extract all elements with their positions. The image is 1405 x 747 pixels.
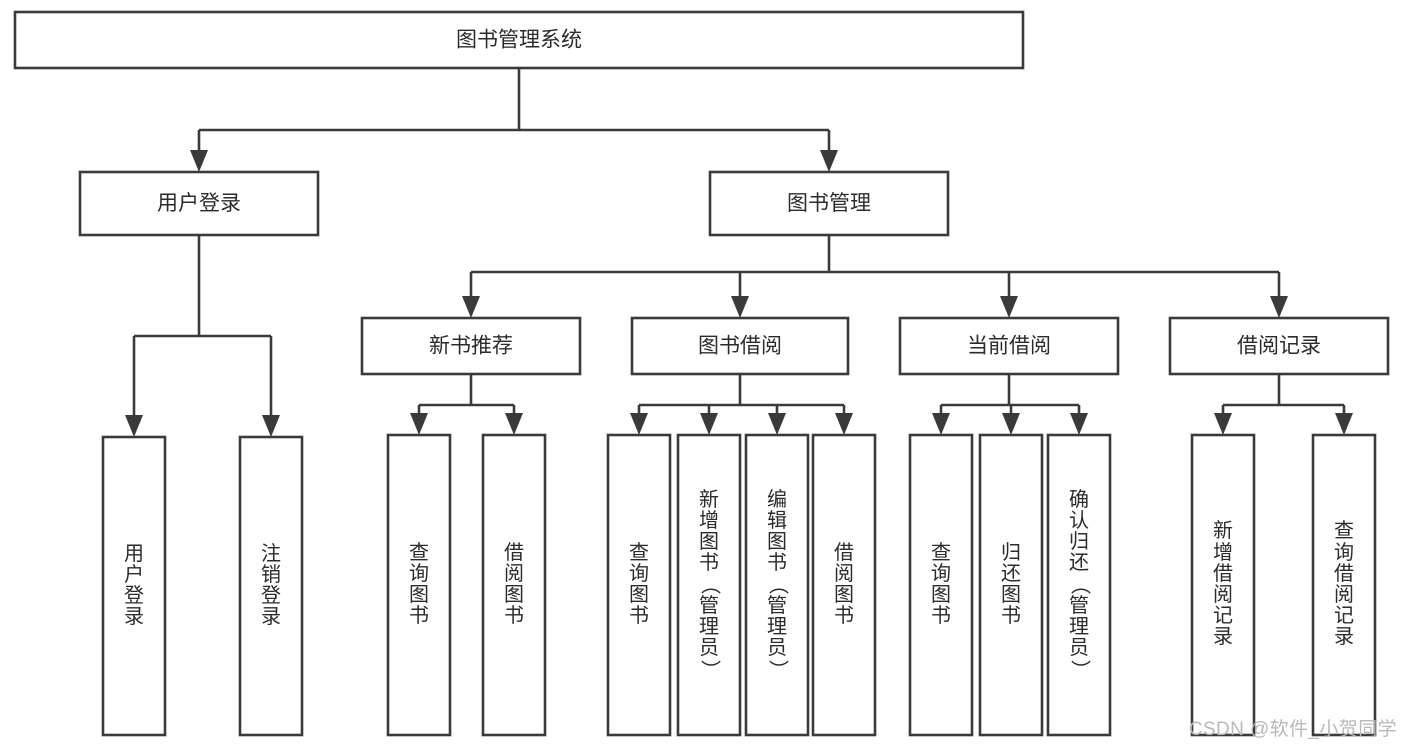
leaf-box-2-0[interactable] [908,433,974,737]
leaf-box-userlogin-0[interactable] [101,435,167,737]
node-label-l2-0: 新书推荐 [429,335,513,358]
node-box-l2-3[interactable] [1168,316,1390,376]
node-box-l1-1[interactable] [708,170,950,237]
node-box-root[interactable] [13,10,1025,70]
arrow-l2-2-leaf-0 [932,413,950,435]
arrow-l2-3 [1270,296,1288,318]
node-label-l2-3: 借阅记录 [1237,335,1321,358]
leaf-box-2-1[interactable] [978,433,1044,737]
arrow-userlogin-leaf-1 [262,415,280,437]
connector-layer [125,68,1353,437]
arrow-l2-1 [731,296,749,318]
arrow-l2-3-leaf-1 [1335,413,1353,435]
node-box-l2-1[interactable] [630,316,850,376]
node-label-l2-2: 当前借阅 [967,335,1051,358]
arrow-l2-0 [462,296,480,318]
arrow-l2-0-leaf-0 [410,413,428,435]
arrow-l1-0 [190,150,208,172]
box-layer [13,10,1390,737]
node-label-l1-1: 图书管理 [787,192,871,215]
node-label-l2-1: 图书借阅 [698,335,782,358]
leaf-box-1-3[interactable] [811,433,877,737]
arrow-l1-1 [820,150,838,172]
node-label-l1-0: 用户登录 [157,192,241,215]
arrow-l2-1-leaf-1 [700,413,718,435]
leaf-box-0-0[interactable] [386,433,452,737]
arrow-userlogin-leaf-0 [125,415,143,437]
leaf-box-1-1[interactable] [676,433,742,737]
leaf-box-2-2[interactable] [1046,433,1112,737]
node-box-l2-2[interactable] [898,316,1120,376]
arrow-l2-1-leaf-0 [630,413,648,435]
node-box-l2-0[interactable] [360,316,582,376]
leaf-box-3-1[interactable] [1311,433,1377,737]
leaf-box-3-0[interactable] [1190,433,1256,737]
arrow-l2-2-leaf-1 [1002,413,1020,435]
node-box-l1-0[interactable] [78,170,320,237]
arrow-l2-2 [1000,296,1018,318]
watermark-credit: CSDN @软件_小贺同学 [1188,719,1397,740]
leaf-box-userlogin-1[interactable] [238,435,304,737]
arrow-l2-2-leaf-2 [1070,413,1088,435]
arrow-l2-1-leaf-2 [768,413,786,435]
leaf-box-1-2[interactable] [744,433,810,737]
arrow-l2-0-leaf-1 [505,413,523,435]
leaf-box-0-1[interactable] [481,433,547,737]
arrow-l2-1-leaf-3 [835,413,853,435]
leaf-box-1-0[interactable] [606,433,672,737]
node-label-root: 图书管理系统 [456,29,582,52]
arrow-l2-3-leaf-0 [1214,413,1232,435]
